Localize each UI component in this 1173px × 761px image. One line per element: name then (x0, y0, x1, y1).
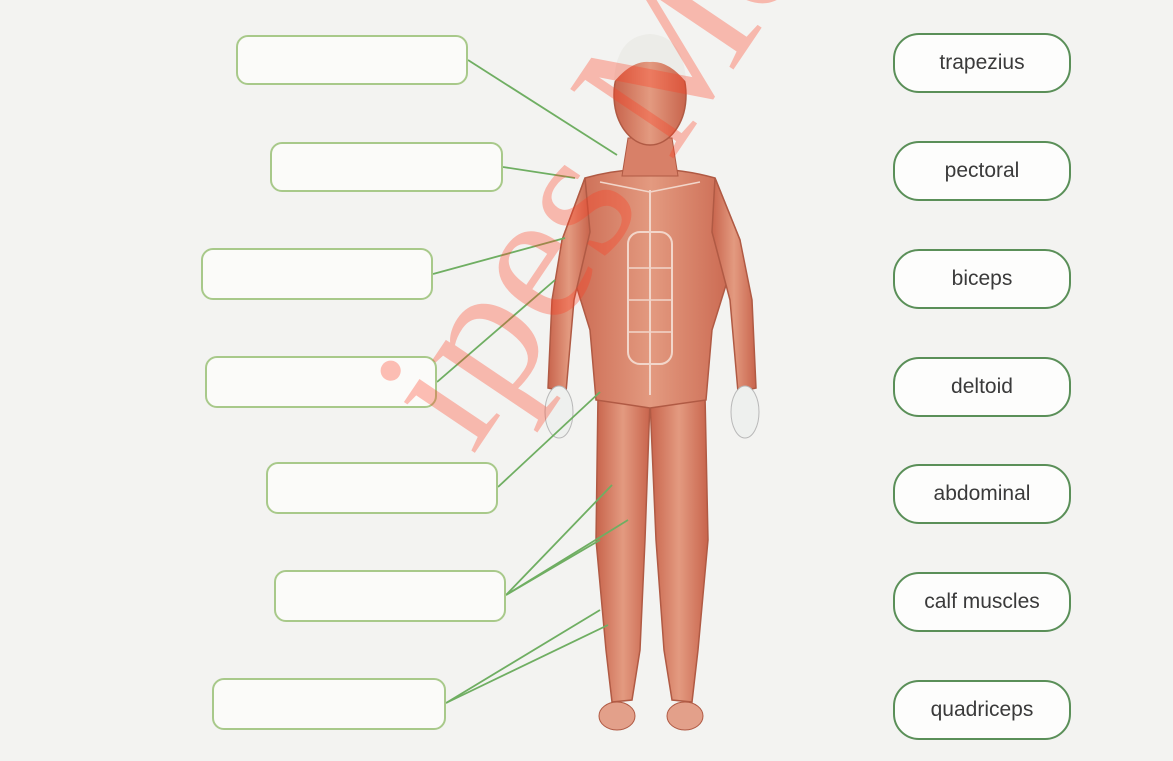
answer-box-6[interactable] (274, 570, 506, 622)
answer-box-1[interactable] (236, 35, 468, 85)
answer-box-5[interactable] (266, 462, 498, 514)
left-foot (599, 702, 635, 730)
leader-line-4 (437, 280, 555, 382)
answer-box-4[interactable] (205, 356, 437, 408)
right-leg (650, 395, 708, 702)
word-trapezius[interactable]: trapezius (893, 33, 1071, 93)
left-leg (596, 395, 650, 702)
human-figure (545, 34, 759, 730)
answer-box-3[interactable] (201, 248, 433, 300)
right-foot (667, 702, 703, 730)
leader-line-6c (506, 540, 600, 595)
word-quadriceps[interactable]: quadriceps (893, 680, 1071, 740)
word-biceps[interactable]: biceps (893, 249, 1071, 309)
answer-box-2[interactable] (270, 142, 503, 192)
word-calf-muscles[interactable]: calf muscles (893, 572, 1071, 632)
leader-line-3 (433, 238, 565, 274)
leader-line-2 (503, 167, 575, 178)
leader-line-7a (446, 610, 600, 703)
leader-line-1 (468, 60, 617, 155)
word-abdominal[interactable]: abdominal (893, 464, 1071, 524)
answer-box-7[interactable] (212, 678, 446, 730)
word-deltoid[interactable]: deltoid (893, 357, 1071, 417)
right-hand (731, 386, 759, 438)
word-pectoral[interactable]: pectoral (893, 141, 1071, 201)
leader-line-7b (446, 625, 608, 703)
